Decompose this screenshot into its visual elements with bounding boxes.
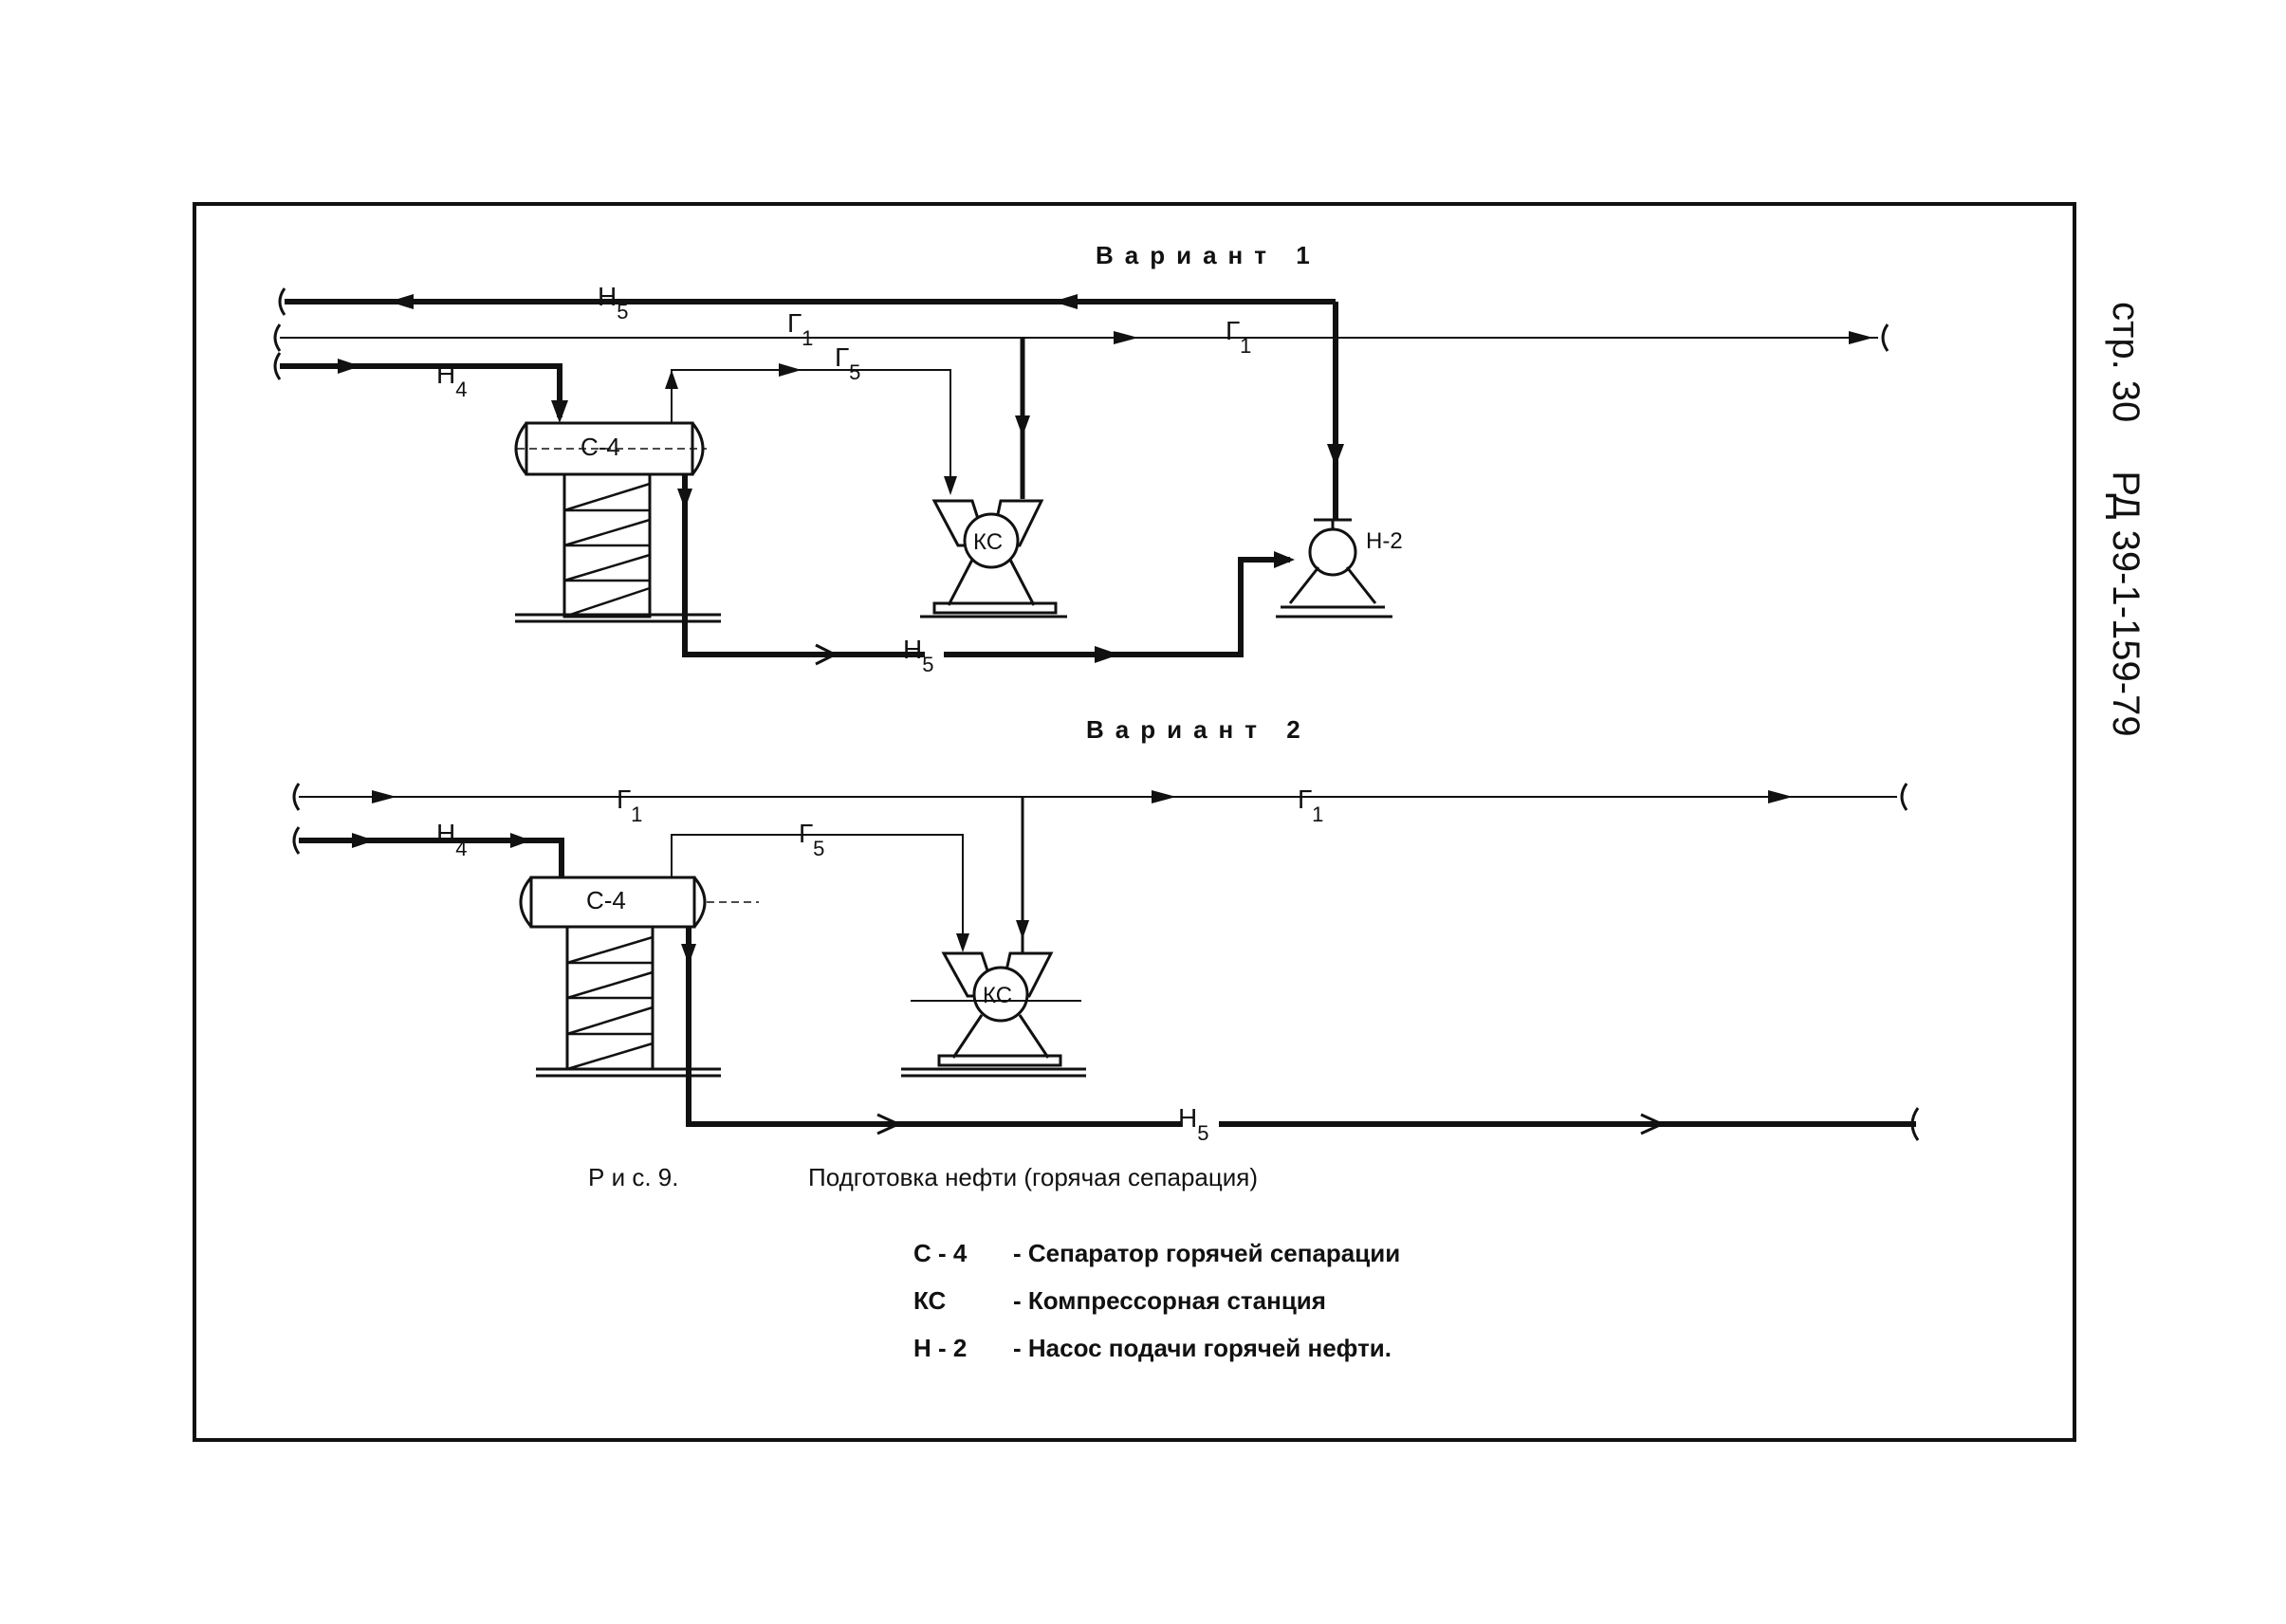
- v1-label-g1-a: Г1: [787, 308, 813, 350]
- v2-arrow-h4-2: [510, 833, 531, 848]
- legend-desc-2: - Компрессорная станция: [1013, 1286, 1326, 1315]
- v1-pump-h2: Н-2: [1276, 518, 1403, 618]
- figure-caption: Р и с. 9. Подготовка нефти (горячая сепа…: [588, 1163, 1258, 1191]
- v1-arrow-right-g1: [1114, 331, 1138, 344]
- v2-break-mark-1: [292, 783, 301, 811]
- v2-separator-label: С-4: [586, 886, 626, 914]
- v2-label-g1-b: Г1: [1298, 784, 1323, 826]
- v1-label-h5-bottom: Н5: [903, 635, 933, 676]
- v2-gas-sep-line: [671, 834, 964, 949]
- variant-2-title: Вариант 2: [1086, 715, 1312, 744]
- v2-label-g1-a: Г1: [617, 784, 642, 826]
- v2-arrow-sep-down: [681, 944, 696, 965]
- v2-label-h4: Н4: [436, 819, 467, 860]
- v2-arrow-g1-2: [1152, 790, 1176, 803]
- v2-compressor-ks: КС: [901, 951, 1086, 1078]
- v2-arrow-h5-open-1: [876, 1113, 902, 1135]
- v2-break-mark-2: [1900, 783, 1908, 811]
- v1-break-mark-1: [278, 287, 286, 316]
- legend-desc-1: - Сепаратор горячей сепарации: [1013, 1239, 1400, 1267]
- v1-label-h4: Н4: [436, 360, 467, 401]
- svg-text:стр. 30 РД 39-1-159-79: стр. 30 РД 39-1-159-79: [2105, 302, 2147, 737]
- variant-2-diagram: Вариант 2 Г1 Г1 Н4 С-4: [292, 715, 1920, 1145]
- v1-oil-inlet-line: [280, 363, 562, 417]
- v2-oil-inlet-line: [299, 838, 564, 877]
- v1-label-h5-top: Н5: [598, 282, 628, 323]
- v1-gas-sep-line: [671, 369, 951, 491]
- legend-code-1: С - 4: [913, 1239, 968, 1267]
- figure-title: Подготовка нефти (горячая сепарация): [808, 1163, 1258, 1191]
- v2-arrow-h4: [352, 833, 375, 848]
- legend-desc-3: - Насос подачи горячей нефти.: [1013, 1334, 1392, 1362]
- v1-arrow-left-2: [1053, 294, 1078, 309]
- v2-label-h5: Н5: [1178, 1103, 1208, 1145]
- v1-oil-to-pump-line-b: [944, 557, 1290, 657]
- page-reference: стр. 30 РД 39-1-159-79: [2105, 302, 2147, 737]
- v2-compressor-label: КС: [983, 983, 1012, 1008]
- v2-break-mark-4: [1910, 1107, 1920, 1141]
- v1-arrow-sep-down: [677, 489, 692, 509]
- v1-arrow-h5-right: [1095, 646, 1119, 663]
- v1-separator-c4: С-4: [514, 421, 721, 623]
- v1-arrow-h4: [338, 359, 360, 374]
- v2-arrow-g5-down: [956, 933, 969, 952]
- v2-arrow-g1-3: [1768, 790, 1793, 803]
- v1-compressor-label: КС: [973, 529, 1003, 555]
- v1-arrow-pump-up: [1327, 444, 1344, 467]
- legend-code-2: КС: [913, 1286, 947, 1315]
- page-label: стр. 30: [2105, 302, 2147, 422]
- v1-break-mark-3: [1881, 323, 1890, 352]
- v2-separator-c4: С-4: [519, 876, 759, 1078]
- v1-arrow-g5-right: [779, 363, 802, 377]
- variant-1-title: Вариант 1: [1096, 241, 1321, 269]
- v1-arrow-g5-up: [665, 370, 678, 389]
- legend: С - 4 - Сепаратор горячей сепарации КС -…: [913, 1239, 1400, 1362]
- v1-pump-label: Н-2: [1366, 528, 1403, 554]
- v1-arrow-g5-down: [944, 476, 957, 495]
- v1-arrow-right-g1-end: [1849, 331, 1873, 344]
- page-frame: [193, 202, 2076, 1442]
- v1-break-mark-2: [273, 323, 282, 352]
- v1-arrow-h5-open: [815, 643, 839, 666]
- figure-number: Р и с. 9.: [588, 1163, 678, 1191]
- variant-1-diagram: Вариант 1 Н5 Г1 Г1 Н4: [273, 241, 1890, 676]
- v2-arrow-g1-1: [372, 790, 396, 803]
- v1-compressor-ks: КС: [920, 499, 1067, 618]
- v2-arrow-h5-open-2: [1640, 1113, 1666, 1135]
- v2-arrow-ks-up: [1016, 920, 1029, 939]
- v1-label-g1-b: Г1: [1226, 316, 1251, 358]
- v1-arrow-ks-up: [1015, 415, 1030, 436]
- legend-code-3: Н - 2: [913, 1334, 967, 1362]
- v1-arrow-h4-down: [551, 400, 568, 423]
- v1-label-g5: Г5: [835, 342, 860, 384]
- v2-oil-out-line-a: [686, 927, 1181, 1127]
- v1-separator-label: С-4: [581, 433, 620, 461]
- v2-break-mark-3: [292, 826, 301, 855]
- v1-arrow-left-1: [389, 294, 414, 309]
- v1-oil-to-pump-line-a: [682, 474, 925, 657]
- v2-label-g5: Г5: [799, 819, 824, 860]
- doc-code: РД 39-1-159-79: [2105, 471, 2147, 736]
- v1-arrow-to-pump: [1274, 551, 1295, 568]
- v1-break-mark-4: [273, 352, 282, 380]
